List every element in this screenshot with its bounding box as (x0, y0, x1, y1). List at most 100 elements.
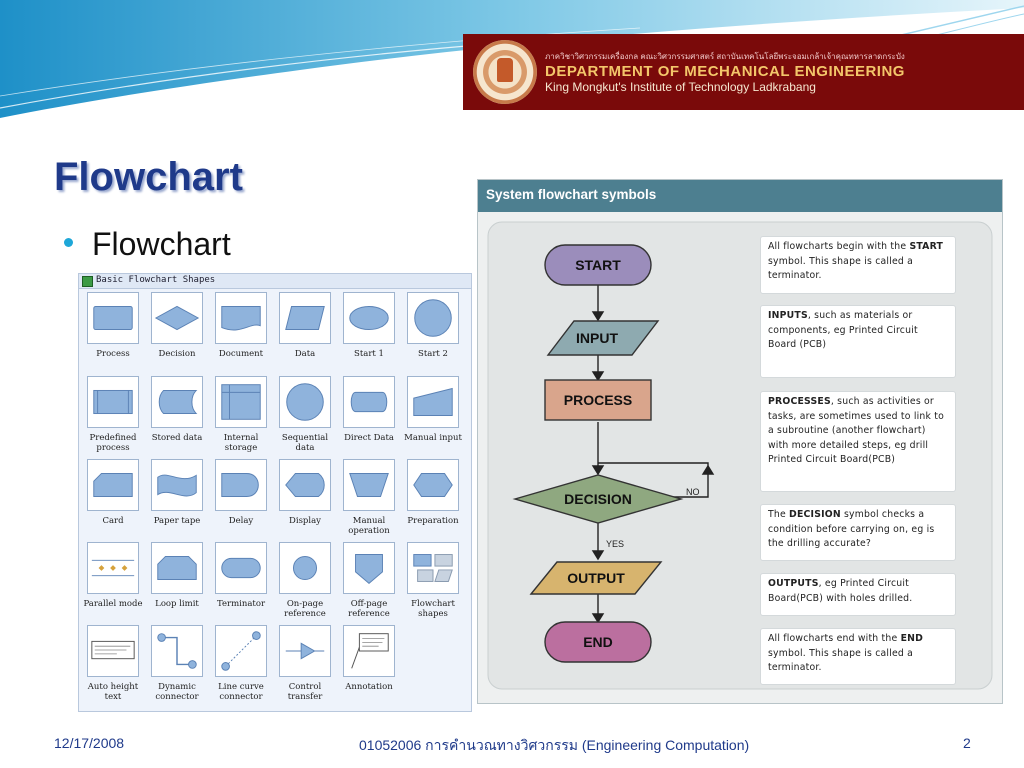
start-label: START (575, 257, 621, 273)
system-flowchart-panel: System flowchart symbols START INPUT PRO… (477, 179, 1003, 704)
footer-course: 01052006 การคำนวณทางวิศวกรรม (Engineerin… (359, 737, 750, 753)
seal-emblem (497, 58, 513, 82)
data-icon (285, 305, 325, 331)
shape-label: Line curve connector (218, 682, 264, 702)
shape-label: Manual operation (348, 516, 390, 536)
shape-tile-parallel-mode[interactable] (87, 542, 139, 594)
terminator-icon (221, 557, 261, 579)
shape-tile-internal-storage[interactable] (215, 376, 267, 428)
annotation-icon (351, 633, 389, 669)
banner-institute: King Mongkut's Institute of Technology L… (545, 80, 816, 94)
card-icon (93, 472, 133, 498)
display-icon (285, 472, 325, 498)
banner-department: DEPARTMENT OF MECHANICAL ENGINEERING (545, 63, 905, 80)
shape-label: Sequential data (281, 433, 329, 453)
shape-label: Auto height text (87, 682, 139, 702)
bullet-text: Flowchart (92, 226, 231, 262)
shape-label: Loop limit (155, 599, 199, 609)
shape-tile-predefined-process[interactable] (87, 376, 139, 428)
note-inputs: INPUTS, such as materials or components,… (760, 305, 956, 378)
shape-tile-start-2[interactable] (407, 292, 459, 344)
palette-title: Basic Flowchart Shapes (96, 275, 216, 285)
shape-tile-sequential-data[interactable] (279, 376, 331, 428)
sequential-data-icon (286, 383, 324, 421)
shape-tile-manual-input[interactable] (407, 376, 459, 428)
note-outputs: OUTPUTS, eg Printed Circuit Board(PCB) w… (760, 573, 956, 616)
predefined-process-icon (93, 389, 133, 415)
shape-label: Document (218, 349, 264, 359)
output-parallelogram (529, 561, 663, 595)
shape-label: Dynamic connector (155, 682, 199, 702)
input-label: INPUT (576, 330, 618, 346)
decision-icon (154, 305, 200, 331)
footer-date: 12/17/2008 (54, 735, 125, 751)
shape-label: Manual input (404, 433, 462, 443)
shape-label: On-page reference (284, 599, 326, 619)
process-label: PROCESS (564, 392, 632, 408)
auto-height-text-icon (91, 640, 135, 660)
start-terminator (544, 244, 652, 286)
stored-data-icon (158, 389, 198, 415)
system-panel-title: System flowchart symbols (486, 187, 657, 202)
shape-label: Direct Data (344, 433, 394, 443)
yes-branch-label: YES (606, 539, 624, 549)
decision-diamond (512, 474, 684, 524)
shape-tile-paper-tape[interactable] (151, 459, 203, 511)
shape-label: Card (102, 516, 124, 526)
flowchart-shapes-icon (413, 554, 453, 582)
start-2-icon (414, 299, 452, 337)
shape-label: Internal storage (223, 433, 259, 453)
note-decision: The DECISION symbol checks a condition b… (760, 504, 956, 561)
shape-label: Control transfer (287, 682, 323, 702)
shape-label: Start 2 (418, 349, 448, 359)
paper-tape-icon (157, 474, 197, 497)
shape-tile-display[interactable] (279, 459, 331, 511)
shape-tile-on-page-reference[interactable] (279, 542, 331, 594)
document-icon (221, 305, 261, 331)
bullet-icon (64, 238, 73, 247)
shape-tile-loop-limit[interactable] (151, 542, 203, 594)
shape-tile-card[interactable] (87, 459, 139, 511)
shape-tile-start-1[interactable] (343, 292, 395, 344)
shape-tile-auto-height-text[interactable] (87, 625, 139, 677)
shape-label: Paper tape (153, 516, 201, 526)
shape-label: Off-page reference (348, 599, 390, 619)
shape-tile-control-transfer[interactable] (279, 625, 331, 677)
shape-label: Parallel mode (83, 599, 143, 609)
loop-limit-icon (157, 555, 197, 581)
shape-label: Delay (228, 516, 254, 526)
parallel-mode-icon (91, 559, 135, 577)
palette-icon (82, 276, 93, 287)
shape-tile-off-page-reference[interactable] (343, 542, 395, 594)
shape-label: Preparation (407, 516, 459, 526)
shape-tile-data[interactable] (279, 292, 331, 344)
system-panel-header: System flowchart symbols (478, 180, 1002, 212)
shape-tile-delay[interactable] (215, 459, 267, 511)
note-end: All flowcharts end with the END symbol. … (760, 628, 956, 685)
manual-input-icon (413, 387, 453, 416)
shape-tile-terminator[interactable] (215, 542, 267, 594)
footer-page-number: 2 (963, 735, 971, 751)
shape-label: Terminator (216, 599, 266, 609)
output-label: OUTPUT (567, 570, 625, 586)
shape-tile-dynamic-connector[interactable] (151, 625, 203, 677)
shape-tile-process[interactable] (87, 292, 139, 344)
shape-tile-direct-data[interactable] (343, 376, 395, 428)
shape-tile-decision[interactable] (151, 292, 203, 344)
shape-tile-line-curve-connector[interactable] (215, 625, 267, 677)
shape-tile-flowchart-shapes[interactable] (407, 542, 459, 594)
note-start: All flowcharts begin with the START symb… (760, 236, 956, 294)
slide-title: Flowchart (54, 155, 243, 199)
manual-operation-icon (349, 472, 389, 498)
shape-label: Flowchart shapes (411, 599, 455, 619)
shape-tile-annotation[interactable] (343, 625, 395, 677)
shape-tile-stored-data[interactable] (151, 376, 203, 428)
process-rectangle (544, 379, 652, 421)
shape-label: Process (96, 349, 130, 359)
shape-label: Decision (158, 349, 196, 359)
shape-tile-manual-operation[interactable] (343, 459, 395, 511)
preparation-icon (413, 472, 453, 498)
shape-tile-preparation[interactable] (407, 459, 459, 511)
shape-tile-document[interactable] (215, 292, 267, 344)
shape-palette: Basic Flowchart Shapes Process Decision Do… (78, 273, 472, 712)
